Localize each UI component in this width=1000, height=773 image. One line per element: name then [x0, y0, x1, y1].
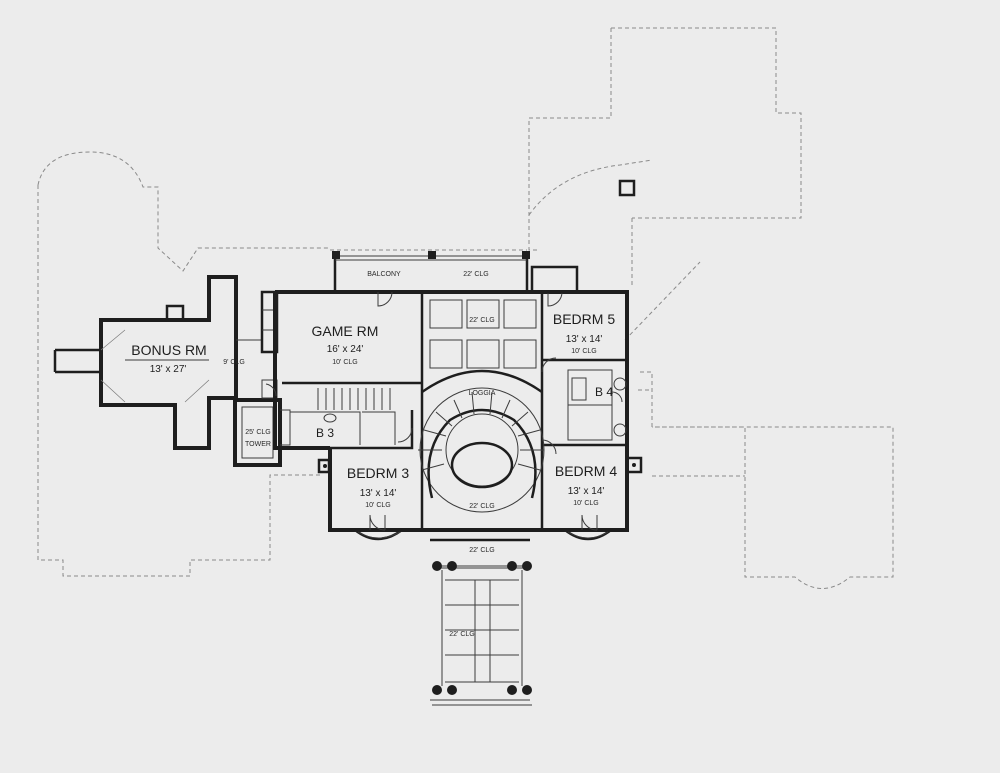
- bay-windows: [354, 528, 612, 541]
- bedrm4-dims: 13' x 14': [568, 486, 605, 497]
- chimney: [618, 179, 636, 197]
- bedrm4-clg: 10' CLG: [573, 500, 598, 507]
- spiral-stair: [418, 369, 545, 513]
- coffer-clg: 22' CLG: [469, 317, 494, 324]
- bedrm5-dims: 13' x 14': [566, 334, 603, 345]
- bedrm5-name: BEDRM 5: [553, 311, 615, 327]
- balcony-label: BALCONY: [367, 271, 401, 278]
- balcony-clg: 22' CLG: [463, 271, 488, 278]
- bedrm3-name: BEDRM 3: [347, 465, 409, 481]
- stair-clg: 22' CLG: [469, 503, 494, 510]
- tower: [233, 290, 291, 467]
- lower-floor-outline: [37, 27, 894, 589]
- b4-label: B 4: [595, 385, 613, 399]
- game-room-dims: 16' x 24': [327, 344, 364, 355]
- b3-label: B 3: [316, 426, 334, 440]
- bonus-room-dims: 13' x 27': [150, 364, 187, 375]
- bonus-wing: [53, 275, 262, 450]
- balcony: [332, 251, 530, 292]
- bedrm5-clg: 10' CLG: [571, 348, 596, 355]
- game-room-stair: [317, 388, 391, 410]
- coffered-ceiling: [429, 299, 537, 369]
- bedrm3-dims: 13' x 14': [360, 488, 397, 499]
- tower-label: TOWER: [245, 441, 271, 448]
- bedrm5-closet: [530, 265, 579, 294]
- side-columns: [317, 456, 643, 474]
- porch-clg: 22' CLG: [469, 547, 494, 554]
- doors: [265, 291, 623, 531]
- portico: [430, 538, 532, 706]
- game-room-name: GAME RM: [312, 323, 379, 339]
- bonus-room-name: BONUS RM: [131, 342, 206, 358]
- bedrm4-name: BEDRM 4: [555, 463, 617, 479]
- tower-clg: 25' CLG: [245, 429, 270, 436]
- porch-lower-clg: 22' CLG: [449, 631, 474, 638]
- bath-fixtures: [323, 377, 627, 437]
- loggia-label: LOGGIA: [469, 390, 496, 397]
- game-room-clg: 10' CLG: [332, 359, 357, 366]
- bonus-room-clg: 9' CLG: [223, 359, 245, 366]
- bedrm3-clg: 10' CLG: [365, 502, 390, 509]
